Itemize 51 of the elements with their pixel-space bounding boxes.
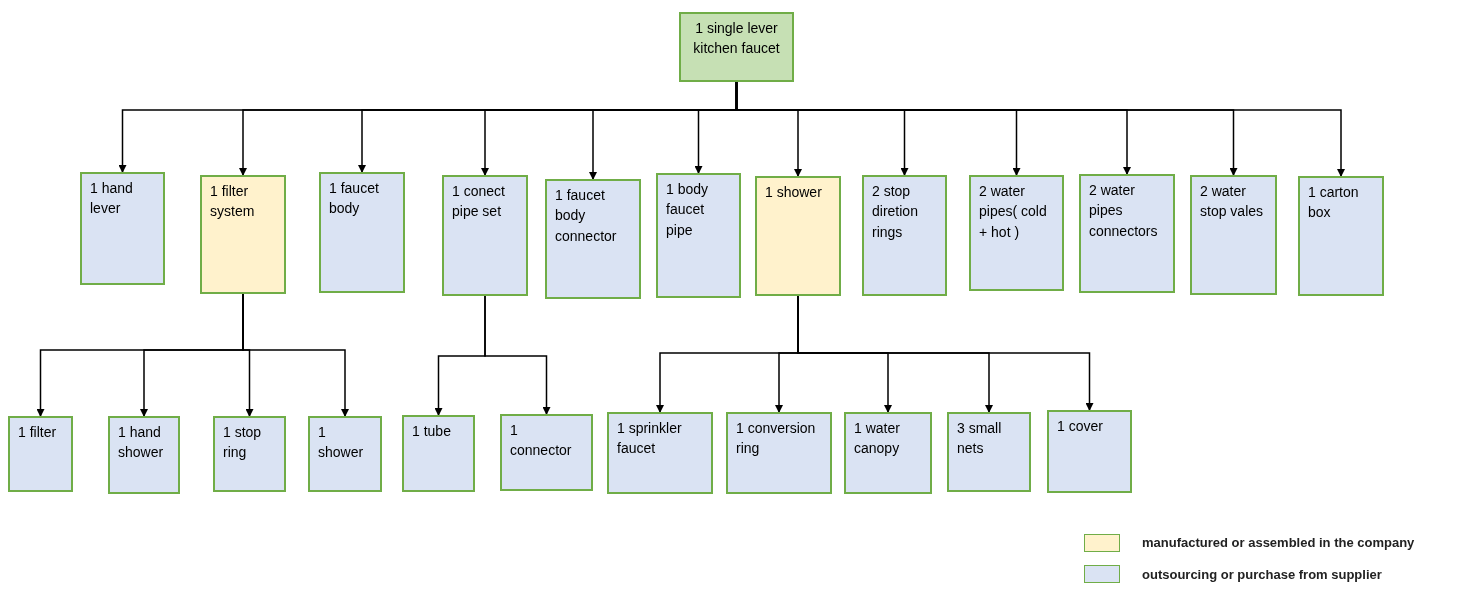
part-box: [319, 172, 405, 293]
part-label: 1 filter system: [210, 182, 256, 222]
part-box: [500, 414, 593, 491]
part-box: [844, 412, 932, 494]
part-label: 1 stop ring: [223, 423, 263, 463]
part-label: 1 body faucet pipe: [666, 180, 710, 240]
part-box: [80, 172, 165, 285]
part-box: [1190, 175, 1277, 295]
part-label: 1 connector: [510, 421, 573, 461]
part-label: 1 sprinkler faucet: [617, 419, 683, 459]
part-box: [969, 175, 1064, 291]
legend-label: outsourcing or purchase from supplier: [1142, 565, 1382, 584]
part-box: [442, 175, 528, 296]
part-label: 1 faucet body: [329, 179, 380, 219]
part-label: 1 hand shower: [118, 423, 165, 463]
part-label: 1 tube: [412, 422, 452, 441]
part-label: 2 stop diretion rings: [872, 182, 919, 242]
part-box: [862, 175, 947, 296]
part-box: [607, 412, 713, 494]
part-label: 1 shower: [318, 423, 365, 463]
part-box: [656, 173, 741, 298]
part-label: 2 water pipes connectors: [1089, 181, 1159, 241]
part-box: [308, 416, 382, 492]
part-label: 1 hand lever: [90, 179, 134, 219]
part-box: [545, 179, 641, 299]
part-box: [213, 416, 286, 492]
part-box: [402, 415, 475, 492]
part-box: [8, 416, 73, 492]
arrow: [484, 295, 551, 415]
part-box: [1298, 176, 1384, 296]
part-label: 2 water pipes( cold + hot ): [979, 182, 1048, 242]
part-label: 2 water stop vales: [1200, 182, 1265, 222]
part-box: [1047, 410, 1132, 493]
part-box: [755, 176, 841, 296]
part-box: [679, 12, 794, 82]
part-box: [947, 412, 1031, 492]
legend-label: manufactured or assembled in the company: [1142, 534, 1415, 552]
part-label: 1 carton box: [1308, 183, 1360, 223]
part-label: 3 small nets: [957, 419, 1003, 459]
part-label: 1 conversion ring: [736, 419, 817, 459]
part-label: 1 single lever kitchen faucet: [692, 19, 781, 59]
part-label: 1 conect pipe set: [452, 182, 506, 222]
part-box: [200, 175, 286, 294]
part-label: 1 cover: [1057, 417, 1104, 436]
part-label: 1 faucet body connector: [555, 186, 618, 246]
part-box: [108, 416, 180, 494]
part-box: [726, 412, 832, 494]
part-label: 1 shower: [765, 183, 823, 202]
part-label: 1 filter: [18, 423, 58, 442]
part-label: 1 water canopy: [854, 419, 901, 459]
part-box: [1079, 174, 1175, 293]
